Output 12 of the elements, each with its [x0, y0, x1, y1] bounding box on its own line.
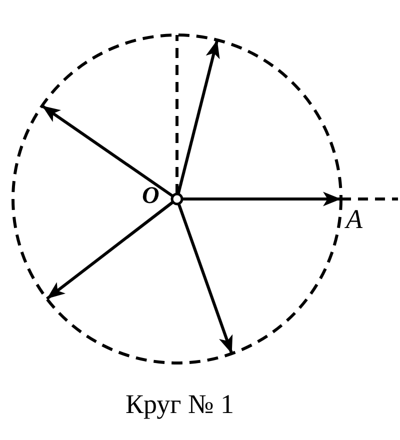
point-label: A — [346, 206, 362, 233]
arrow — [41, 104, 174, 198]
center-point — [170, 192, 184, 206]
dashed-line — [341, 198, 398, 200]
arrow — [182, 192, 341, 206]
arrow — [177, 203, 234, 354]
arrow — [46, 200, 174, 300]
caption: Круг № 1 — [126, 388, 234, 420]
point-label: O — [142, 184, 160, 208]
dashed-circle — [12, 34, 342, 364]
arrow — [176, 40, 220, 195]
dashed-line — [176, 35, 178, 194]
